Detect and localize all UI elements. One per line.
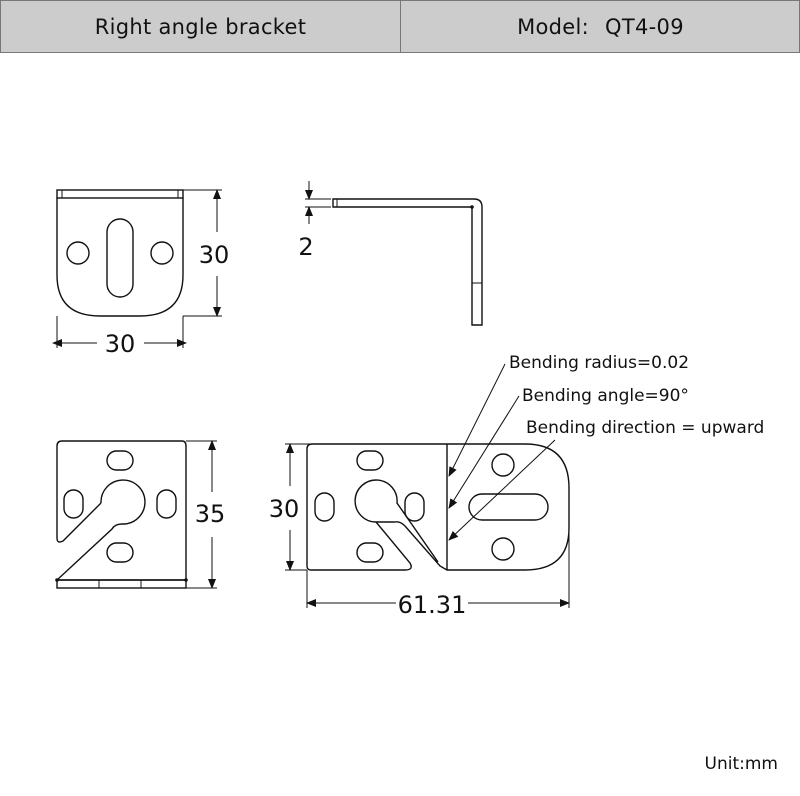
mount-hole-top [491, 453, 515, 477]
model-cell: Model: QT4-09 [401, 1, 800, 52]
thickness-dim: 2 [298, 233, 313, 261]
bottom-view-outline [55, 440, 187, 581]
model-label: Model: [517, 14, 590, 39]
keyhole-arc [100, 479, 146, 525]
front-view-top-flange [56, 189, 184, 199]
slot-horizontal [468, 493, 549, 521]
mount-hole-right [150, 241, 174, 265]
model-value: QT4-09 [605, 14, 684, 39]
leader-line-direction [448, 439, 556, 541]
front-view: 30 30 [52, 189, 230, 358]
corner-point [184, 578, 188, 582]
title-block: Right angle bracket Model: QT4-09 [0, 0, 800, 53]
bottom-flange [56, 579, 187, 589]
bend-point [470, 205, 474, 209]
flat-outline-left [306, 443, 412, 571]
slot-right [156, 489, 177, 519]
unit-label: Unit:mm [704, 754, 778, 774]
mount-hole-left [66, 241, 90, 265]
corner-point [55, 578, 59, 582]
leader-line-radius [448, 363, 506, 477]
bottom-left-view: 35 [55, 440, 226, 589]
bottom-height-dim: 35 [195, 500, 226, 528]
product-name: Right angle bracket [94, 14, 307, 39]
note-bending-radius: Bending radius=0.02 [509, 353, 689, 373]
slot-left [63, 489, 84, 519]
flat-pattern-view: 30 61.31 [269, 443, 570, 619]
mount-hole-bottom [491, 537, 515, 561]
front-view-outline [56, 198, 184, 317]
bottom-view-left-edge [56, 446, 102, 543]
note-bending-direction: Bending direction = upward [526, 418, 764, 438]
slot-top [106, 450, 134, 471]
front-height-dim: 30 [199, 241, 230, 269]
leader-line-angle [448, 395, 520, 509]
front-width-dim: 30 [105, 330, 136, 358]
slot-right [404, 492, 425, 522]
product-name-cell: Right angle bracket [1, 1, 401, 52]
bend-notes: Bending radius=0.02 Bending angle=90° Be… [448, 353, 764, 541]
slot-vertical [106, 218, 134, 298]
note-bending-angle: Bending angle=90° [522, 386, 689, 406]
flat-height-dim: 30 [269, 495, 300, 523]
side-view-profile [332, 198, 483, 326]
flat-outline-main [312, 443, 570, 571]
slot-bottom [356, 542, 384, 563]
flat-length-dim: 61.31 [398, 591, 467, 619]
slot-left [314, 492, 335, 522]
slot-top [356, 450, 384, 471]
side-view: 2 [298, 181, 483, 326]
slot-bottom [106, 542, 134, 563]
